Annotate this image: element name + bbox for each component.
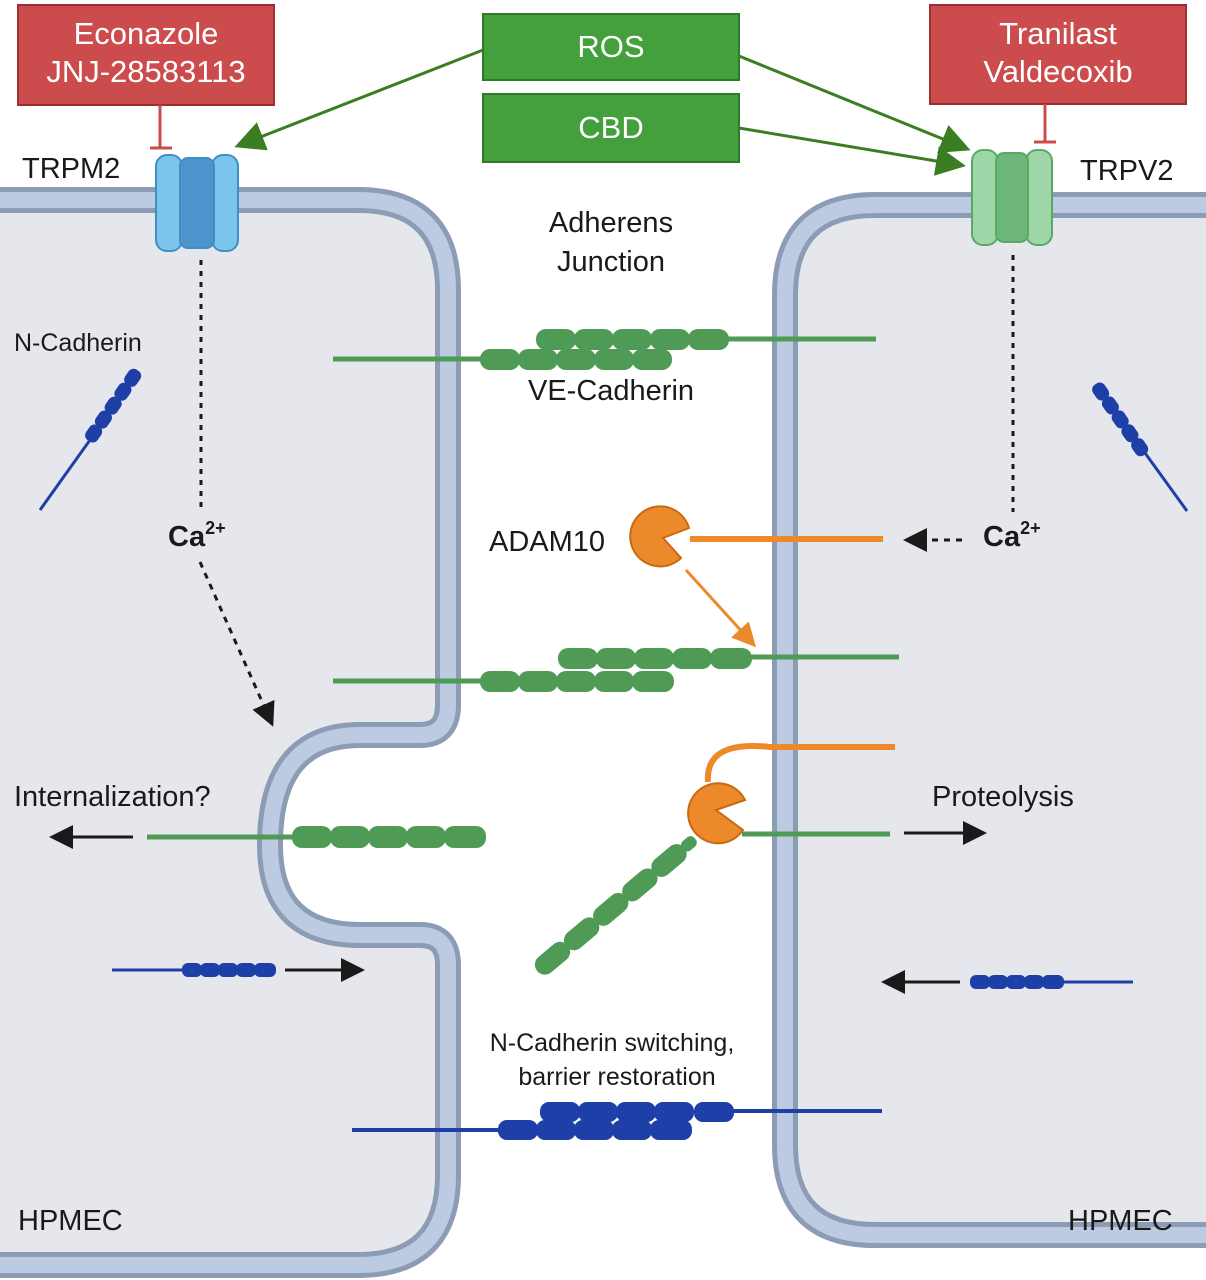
n-cadherin-right-free: [1092, 382, 1189, 512]
cbd-to-trpv2-arrow: [738, 126, 966, 176]
ros-label: ROS: [577, 29, 644, 64]
right-inhibition-line: [1034, 104, 1056, 144]
cbd-label: CBD: [578, 110, 643, 145]
n-cadherin-junction-bottom: [352, 1102, 882, 1140]
activation-arrows: [234, 48, 971, 176]
right-inhibitor-box: Tranilast Valdecoxib: [929, 4, 1187, 105]
ve-cadherin-internalized: [147, 826, 486, 848]
right-cell: [772, 192, 1206, 1248]
trpm2-channel-icon: [155, 154, 239, 252]
switching-label-line2: barrier restoration: [518, 1063, 715, 1091]
left-cell: [0, 187, 461, 1278]
calcium-to-internalization-arrow: [198, 561, 275, 727]
calcium-right-label: Ca2+: [983, 518, 1041, 553]
right-cell-membrane-inner: [777, 197, 1206, 1243]
ros-box: ROS: [482, 13, 740, 81]
n-cadherin-label: N-Cadherin: [14, 329, 142, 357]
ve-cadherin-label: VE-Cadherin: [528, 375, 694, 407]
ros-to-trpv2-arrow: [738, 54, 971, 153]
left-inhibitor-box: Econazole JNJ-28583113: [17, 4, 275, 106]
ve-cadherin-junction-top: [333, 329, 876, 370]
adam10-label: ADAM10: [489, 526, 605, 558]
ve-cadherin-cleaved-fragment: [534, 831, 890, 975]
cell-right-label: HPMEC: [1068, 1205, 1173, 1237]
jnj-label: JNJ-28583113: [46, 54, 245, 89]
adam10-enzyme-bottom: [687, 743, 895, 845]
n-cadherin-right-trafficking: [881, 970, 1133, 994]
ve-cadherin-junction-middle: [333, 648, 899, 692]
adherens-junction-label-line2: Junction: [557, 246, 665, 278]
internalization-label: Internalization?: [14, 781, 211, 813]
right-cell-cytoplasm: [785, 205, 1206, 1235]
valdecoxib-label: Valdecoxib: [983, 54, 1132, 89]
adherens-junction-label-line1: Adherens: [549, 207, 673, 239]
left-cell-cytoplasm: [0, 200, 448, 1265]
inhibition-lines: [150, 104, 1056, 150]
switching-label-line1: N-Cadherin switching,: [490, 1029, 735, 1057]
trpm2-label: TRPM2: [22, 153, 120, 185]
cell-left-label: HPMEC: [18, 1205, 123, 1237]
proteolysis-label: Proteolysis: [932, 781, 1074, 813]
cbd-box: CBD: [482, 93, 740, 163]
calcium-left-label: Ca2+: [168, 518, 226, 553]
left-cell-membrane-inner: [0, 192, 456, 1273]
left-inhibition-line: [150, 105, 172, 150]
ros-to-trpm2-arrow: [234, 48, 484, 151]
trpv2-channel-icon: [971, 149, 1053, 246]
econazole-label: Econazole: [74, 16, 219, 51]
trpv2-label: TRPV2: [1080, 155, 1173, 187]
n-cadherin-left-free: [38, 368, 142, 511]
adam10-enzyme-top: [629, 505, 883, 648]
n-cadherin-left-trafficking: [112, 958, 365, 982]
tranilast-label: Tranilast: [999, 16, 1117, 51]
